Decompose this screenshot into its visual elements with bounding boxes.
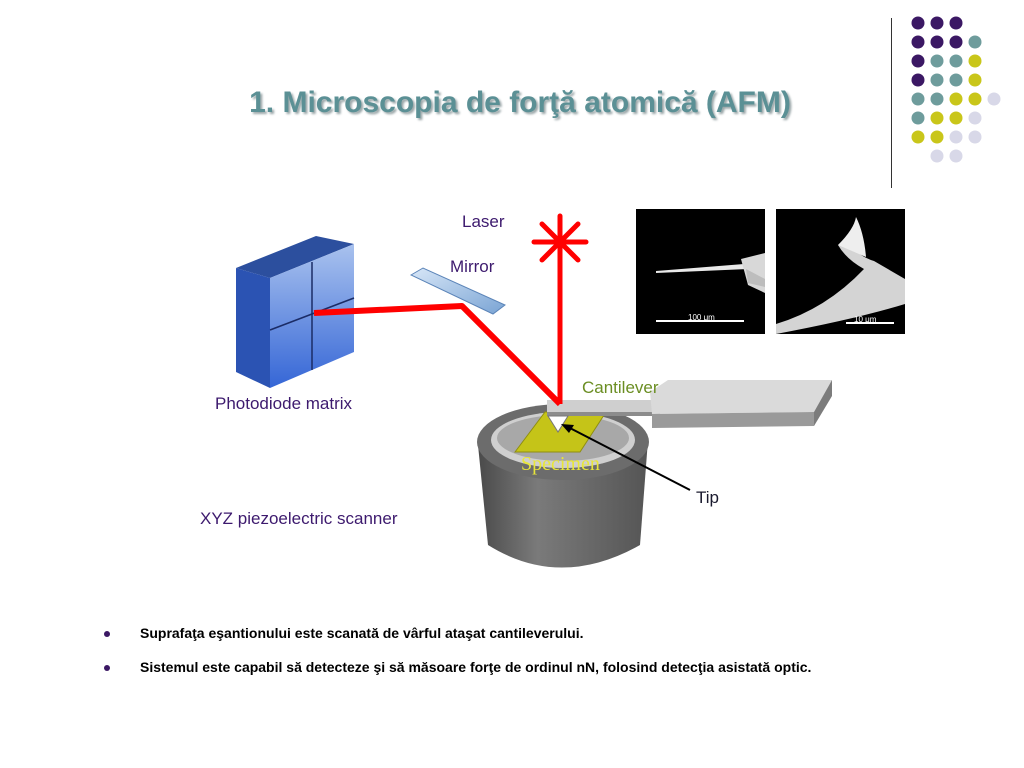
decorative-dot <box>968 73 982 87</box>
decorative-dot <box>949 73 963 87</box>
decorative-dot <box>968 111 982 125</box>
decorative-dot-grid <box>911 16 1001 163</box>
decorative-dot <box>930 73 944 87</box>
decorative-dot <box>949 35 963 49</box>
cantilever <box>547 380 832 433</box>
bullet-item: Suprafaţa eşantionului este scanată de v… <box>100 625 1000 641</box>
sem-scale-left: 100 μm <box>688 313 715 322</box>
decorative-dot <box>949 54 963 68</box>
cantilever-label: Cantilever <box>582 378 659 397</box>
decorative-dot <box>949 149 963 163</box>
decorative-dot <box>930 111 944 125</box>
sem-scale-right: 10 μm <box>854 315 877 324</box>
decorative-dot <box>911 54 925 68</box>
sem-image-cantilever: 100 μm <box>636 209 765 334</box>
tip-label: Tip <box>696 488 719 507</box>
bullet-list: Suprafaţa eşantionului este scanată de v… <box>100 625 1000 693</box>
laser-source-icon <box>531 213 589 271</box>
mirror <box>409 267 506 315</box>
vertical-divider <box>891 18 892 188</box>
decorative-dot <box>930 35 944 49</box>
decorative-dot <box>911 35 925 49</box>
decorative-dot <box>911 130 925 144</box>
decorative-dot <box>911 92 925 106</box>
decorative-dot <box>949 111 963 125</box>
decorative-dot <box>911 111 925 125</box>
decorative-dot <box>930 130 944 144</box>
photodiode-matrix <box>236 236 355 388</box>
bullet-item: Sistemul este capabil să detecteze şi să… <box>100 659 1000 675</box>
afm-diagram <box>236 213 832 568</box>
mirror-label: Mirror <box>450 257 495 276</box>
decorative-dot <box>968 35 982 49</box>
tip-pointer-arrow <box>561 424 691 491</box>
bullet-text: Sistemul este capabil să detecteze şi să… <box>140 659 812 675</box>
decorative-dot <box>911 73 925 87</box>
bullet-icon <box>104 631 110 637</box>
decorative-dot <box>930 92 944 106</box>
decorative-dot <box>930 149 944 163</box>
sem-image-tip: 10 μm <box>776 209 905 334</box>
slide-title: 1. Microscopia de forţă atomică (AFM) <box>249 86 791 119</box>
laser-label: Laser <box>462 212 505 231</box>
decorative-dot <box>968 130 982 144</box>
scanner-label: XYZ piezoelectric scanner <box>200 509 398 528</box>
decorative-dot <box>911 16 925 30</box>
decorative-dot <box>968 54 982 68</box>
decorative-dot <box>930 54 944 68</box>
laser-beam <box>313 245 563 407</box>
decorative-dot <box>949 92 963 106</box>
decorative-dot <box>949 16 963 30</box>
bullet-text: Suprafaţa eşantionului este scanată de v… <box>140 625 584 641</box>
decorative-dot <box>949 130 963 144</box>
decorative-dot <box>987 92 1001 106</box>
photodiode-label: Photodiode matrix <box>215 394 353 413</box>
decorative-dot <box>930 16 944 30</box>
decorative-dot <box>968 92 982 106</box>
specimen-label: Specimen <box>521 453 600 475</box>
bullet-icon <box>104 665 110 671</box>
